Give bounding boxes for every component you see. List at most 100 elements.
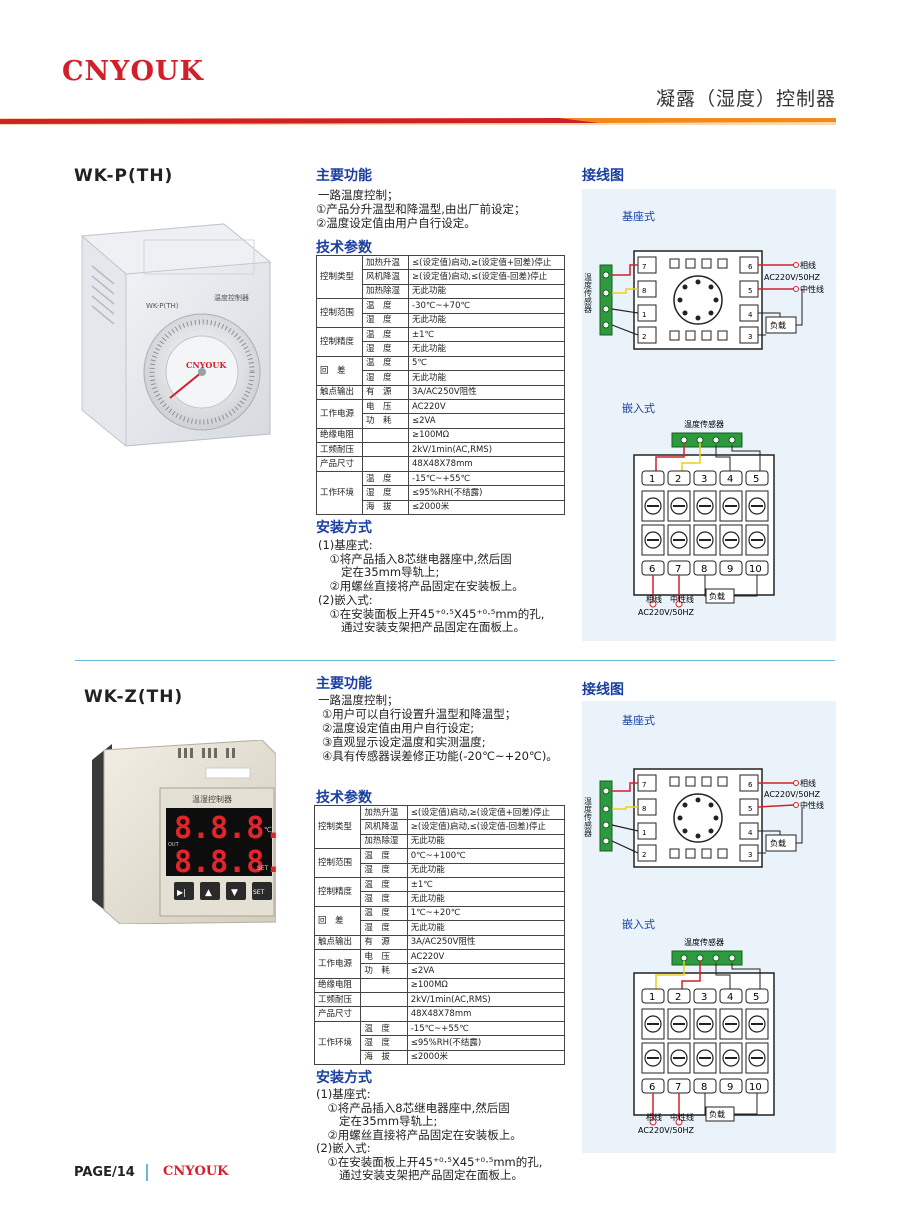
spec-value: ≤2VA <box>408 413 565 429</box>
spec-row: 湿 度无此功能 <box>315 862 566 878</box>
terminal-number-top: 4 <box>727 474 733 485</box>
base-pin-label: 2 <box>642 851 646 859</box>
spec-subitem: 湿 度 <box>360 1035 408 1051</box>
spec-row: 工频耐压 2kV/1min(AC,RMS) <box>313 992 566 1008</box>
spec-subitem <box>362 456 409 472</box>
spec-subitem: 温 度 <box>360 1020 408 1037</box>
install-line: ①将产品插入8芯继电器座中,然后固 <box>316 1101 510 1115</box>
spec-subitem: 功 耗 <box>362 413 409 429</box>
install-line: 定在35mm导轨上; <box>318 565 440 579</box>
spec-value: 2kV/1min(AC,RMS) <box>406 992 566 1008</box>
spec-value: ≤95%RH(不结露) <box>408 485 565 501</box>
spec-subitem: 温 度 <box>360 876 408 893</box>
device-label-text-2: 温湿控制器 <box>192 794 232 804</box>
spec-row: 功 耗≤2VA <box>317 413 565 429</box>
spec-category: 控制类型 <box>316 254 363 300</box>
spec-subitem: 温 度 <box>362 298 409 314</box>
spec-row: 控制类型加热升温≤(设定值)启动,≥(设定值+回差)停止 <box>316 254 565 300</box>
spec-value: ±1℃ <box>408 326 565 343</box>
embed-load-label: 负载 <box>709 591 725 601</box>
spec-row: 海 拔≤2000米 <box>315 1049 566 1066</box>
device-model-text: WK-P(TH) <box>146 302 179 310</box>
function-line: ①用户可以自行设置升温型和降温型； <box>322 707 517 721</box>
base-pin-label: 3 <box>748 333 752 341</box>
terminal-number-top: 2 <box>675 992 681 1003</box>
set-button-label: SET <box>253 889 265 896</box>
install-heading-1: 安装方式 <box>316 520 372 536</box>
terminal-number-bottom: 10 <box>749 1082 762 1093</box>
product-model-2: WK-Z(TH) <box>84 687 184 707</box>
spec-subitem: 加热升温 <box>360 804 408 821</box>
base-pin-label: 4 <box>748 311 753 319</box>
spec-value: 无此功能 <box>408 283 565 300</box>
spec-value: ±1℃ <box>406 876 566 893</box>
terminal-number-bottom: 9 <box>727 1082 733 1093</box>
up-button[interactable] <box>200 882 220 900</box>
spec-value: 0℃~+100℃ <box>406 848 566 864</box>
terminal-row: 16273849510负载相线中性线AC220V/50HZ <box>638 963 769 1135</box>
unit-label: ℃ <box>264 826 272 834</box>
spec-row: 控制精度温 度±1℃ <box>313 876 566 907</box>
spec-value: ≤2000米 <box>408 499 565 516</box>
spec-value: ≥100MΩ <box>406 977 566 994</box>
terminal-number-top: 3 <box>701 474 707 485</box>
embed-title: 嵌入式 <box>622 402 655 415</box>
spec-category: 产品尺寸 <box>313 1006 362 1022</box>
neutral-label: 中性线 <box>800 284 824 294</box>
down-button[interactable] <box>226 882 246 900</box>
terminal-number-bottom: 8 <box>701 1082 707 1093</box>
product-photo-1: WK-P(TH) 温度控制器 CNYOUK <box>80 223 272 447</box>
terminal-number-bottom: 6 <box>649 564 655 575</box>
base-pin-label: 7 <box>642 263 646 271</box>
embed-ac-label: AC220V/50HZ <box>638 1126 695 1135</box>
function-line: ①产品分升温型和降温型,由出厂前设定； <box>316 202 526 216</box>
neutral-label-2: 中性线 <box>800 800 824 810</box>
play-button[interactable] <box>174 882 194 900</box>
spec-subitem: 有 源 <box>360 934 408 950</box>
spec-subitem: 湿 度 <box>362 485 409 501</box>
base-pin-label: 6 <box>748 781 753 789</box>
install-line: 通过安装支架把产品固定在面板上。 <box>318 620 525 634</box>
spec-subitem: 风机降温 <box>362 269 409 285</box>
spec-category: 控制范围 <box>313 848 362 878</box>
spec-category: 工频耐压 <box>313 992 362 1008</box>
terminal-number-bottom: 10 <box>749 564 762 575</box>
display-top: 8.8.8. <box>174 811 276 846</box>
spec-value: 无此功能 <box>406 891 566 907</box>
spec-subitem: 海 拔 <box>360 1049 408 1066</box>
specs-heading-1: 技术参数 <box>316 240 372 256</box>
spec-row: 湿 度无此功能 <box>317 312 565 328</box>
display-bottom: 8.8.8. <box>174 845 276 880</box>
spec-value: ≥(设定值)启动,≤(设定值-回差)停止 <box>408 269 565 285</box>
terminal-number-bottom: 9 <box>727 564 733 575</box>
spec-category: 回 差 <box>313 905 362 936</box>
terminal-row: 16273849510负载相线中性线AC220V/50HZ <box>638 445 769 617</box>
function-line: 一路温度控制； <box>318 188 399 202</box>
terminal-number-bottom: 6 <box>649 1082 655 1093</box>
spec-row: 控制范围温 度-30℃~+70℃ <box>316 298 565 328</box>
spec-subitem: 海 拔 <box>362 499 409 516</box>
spec-value: 2kV/1min(AC,RMS) <box>408 442 565 458</box>
set-button[interactable] <box>252 882 272 900</box>
terminal-number-top: 3 <box>701 992 707 1003</box>
spec-subitem: 加热除湿 <box>362 283 409 300</box>
spec-value: 无此功能 <box>408 370 565 386</box>
spec-value: 3A/AC250V阻性 <box>408 384 565 400</box>
spec-row: 加热除湿无此功能 <box>315 833 566 850</box>
specs-heading-2: 技术参数 <box>316 790 372 806</box>
ac-label: AC220V/50HZ <box>764 273 821 282</box>
function-line: ③直观显示设定温度和实测温度; <box>322 735 486 749</box>
ac-label-2: AC220V/50HZ <box>764 790 821 799</box>
install-line: 通过安装支架把产品固定在面板上。 <box>316 1168 523 1182</box>
embed-live-label: 相线 <box>646 594 662 604</box>
live-label: 相线 <box>800 260 816 270</box>
install-line: ①在安装面板上开45⁺⁰·⁵X45⁺⁰·⁵mm的孔, <box>316 1155 543 1169</box>
spec-category: 回 差 <box>316 355 363 386</box>
terminal-number-top: 5 <box>753 474 759 485</box>
device-label-text: 温度控制器 <box>214 293 249 302</box>
spec-row: 控制精度温 度±1℃ <box>316 326 565 357</box>
